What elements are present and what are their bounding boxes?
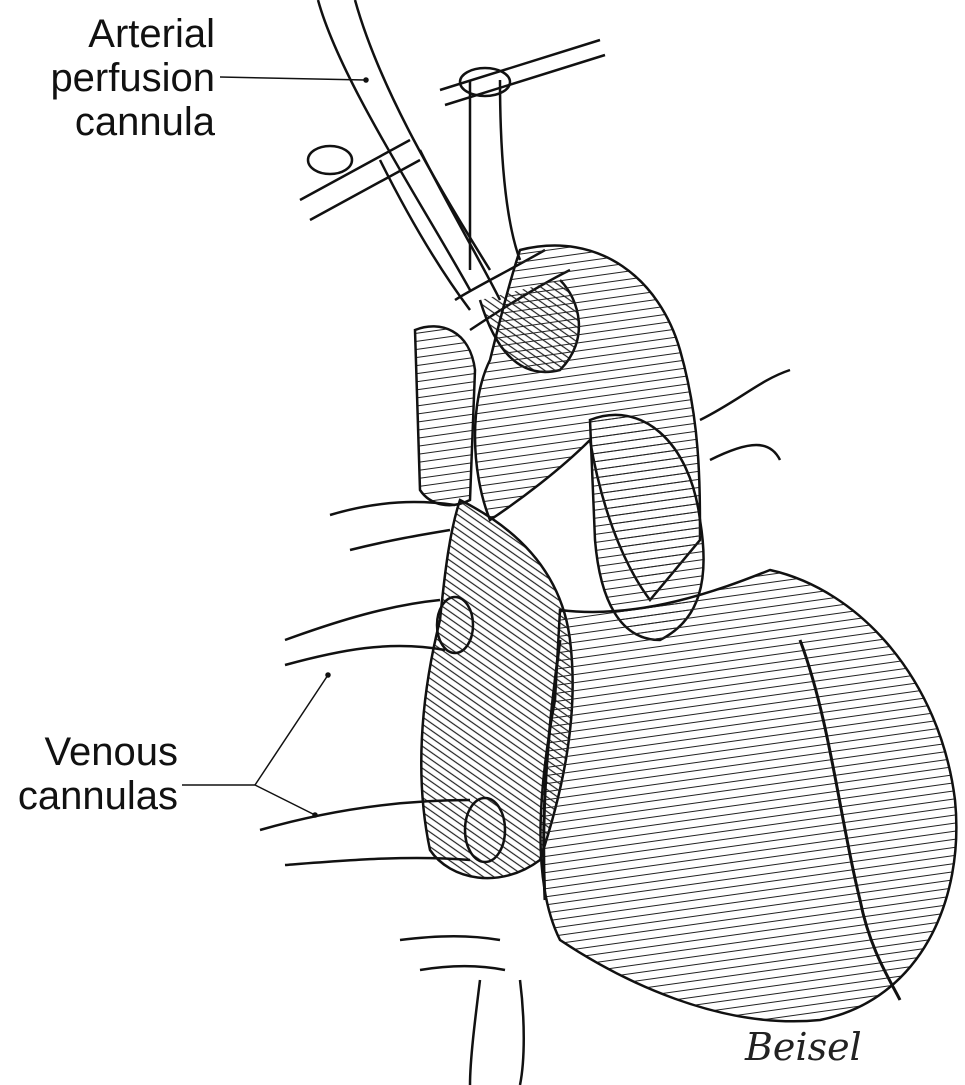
venous-leader-line (182, 672, 331, 818)
ventricle (539, 568, 958, 1023)
label-line: perfusion (50, 56, 215, 100)
venous-cannulas-label: Venous cannulas (0, 730, 178, 818)
superior-vena-cava (413, 325, 477, 507)
venous-cannulas (259, 500, 525, 1085)
label-line: cannulas (17, 774, 178, 818)
label-line: Venous (44, 730, 178, 774)
right-atrium (420, 498, 574, 880)
artist-signature: Beisel (745, 1025, 862, 1069)
arterial-leader-line (219, 76, 369, 83)
arterial-perfusion-cannula-label: Arterial perfusion cannula (40, 12, 215, 144)
pulmonary-artery (588, 413, 705, 642)
label-line: Arterial (88, 12, 215, 56)
label-line: cannula (74, 100, 215, 144)
